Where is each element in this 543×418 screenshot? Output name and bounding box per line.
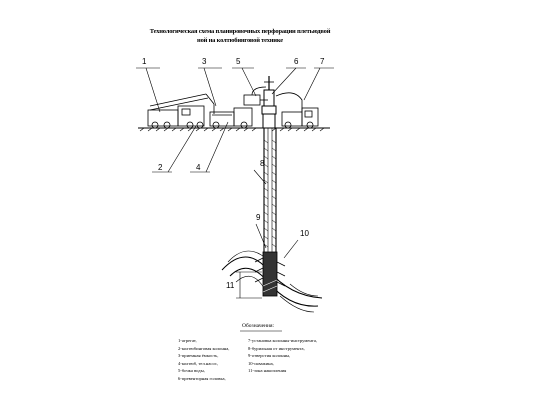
callout-11: 11 [226, 281, 235, 290]
legend-right-column: 7-установка колонны-инструмента, 8-бурил… [248, 337, 317, 375]
callout-8: 8 [260, 159, 265, 168]
perforation-zone [254, 251, 286, 297]
legend-item: 11-зона накопления [248, 368, 287, 374]
legend-item: 1-агрегат, [178, 338, 197, 343]
callout-9: 9 [256, 213, 261, 222]
callout-6: 6 [294, 57, 299, 66]
legend-item: 4-колтюб, тел.насос, [178, 360, 219, 366]
callout-7: 7 [320, 57, 325, 66]
legend-item: 8-бурильная от инструмента, [248, 345, 305, 351]
scheme-title-line-1: Технологическая схема планировочных перф… [149, 28, 331, 35]
receiving-tank-truck [209, 107, 253, 129]
callout-4: 4 [196, 163, 201, 172]
preventer-head [261, 76, 277, 129]
callout-3: 3 [202, 57, 207, 66]
ground-line [138, 127, 330, 132]
callout-1: 1 [142, 57, 147, 66]
callout-2: 2 [158, 163, 163, 172]
accumulation-zone-dimension [236, 271, 262, 299]
legend-item: 3-приемная ёмкость, [178, 353, 219, 359]
callout-numbers: 1 2 3 4 5 6 7 8 9 10 11 [142, 57, 325, 290]
legend-item: 5-бочка воды, [178, 368, 205, 374]
legend-item: 9-отверстия колонны, [248, 353, 291, 359]
legend-item: 2-колтюбинговая колонна, [178, 345, 230, 351]
legend-left-column: 1-агрегат, 2-колтюбинговая колонна, 3-пр… [178, 337, 229, 383]
scheme-title-line-2: ной на колтюбинговой технике [197, 37, 283, 44]
callout-5: 5 [236, 57, 241, 66]
leader-lines [136, 67, 334, 259]
aggregate-truck [147, 93, 215, 129]
legend-item: 6-превенторная головка, [178, 375, 226, 381]
coiled-tubing-truck [275, 92, 319, 129]
legend-item: 7-установка колонны-инструмента, [248, 338, 318, 343]
well-casing [263, 128, 277, 264]
legend-item: 10-скважина, [248, 360, 274, 366]
callout-10: 10 [300, 229, 309, 238]
legend-heading: Обозначения: [242, 323, 275, 329]
